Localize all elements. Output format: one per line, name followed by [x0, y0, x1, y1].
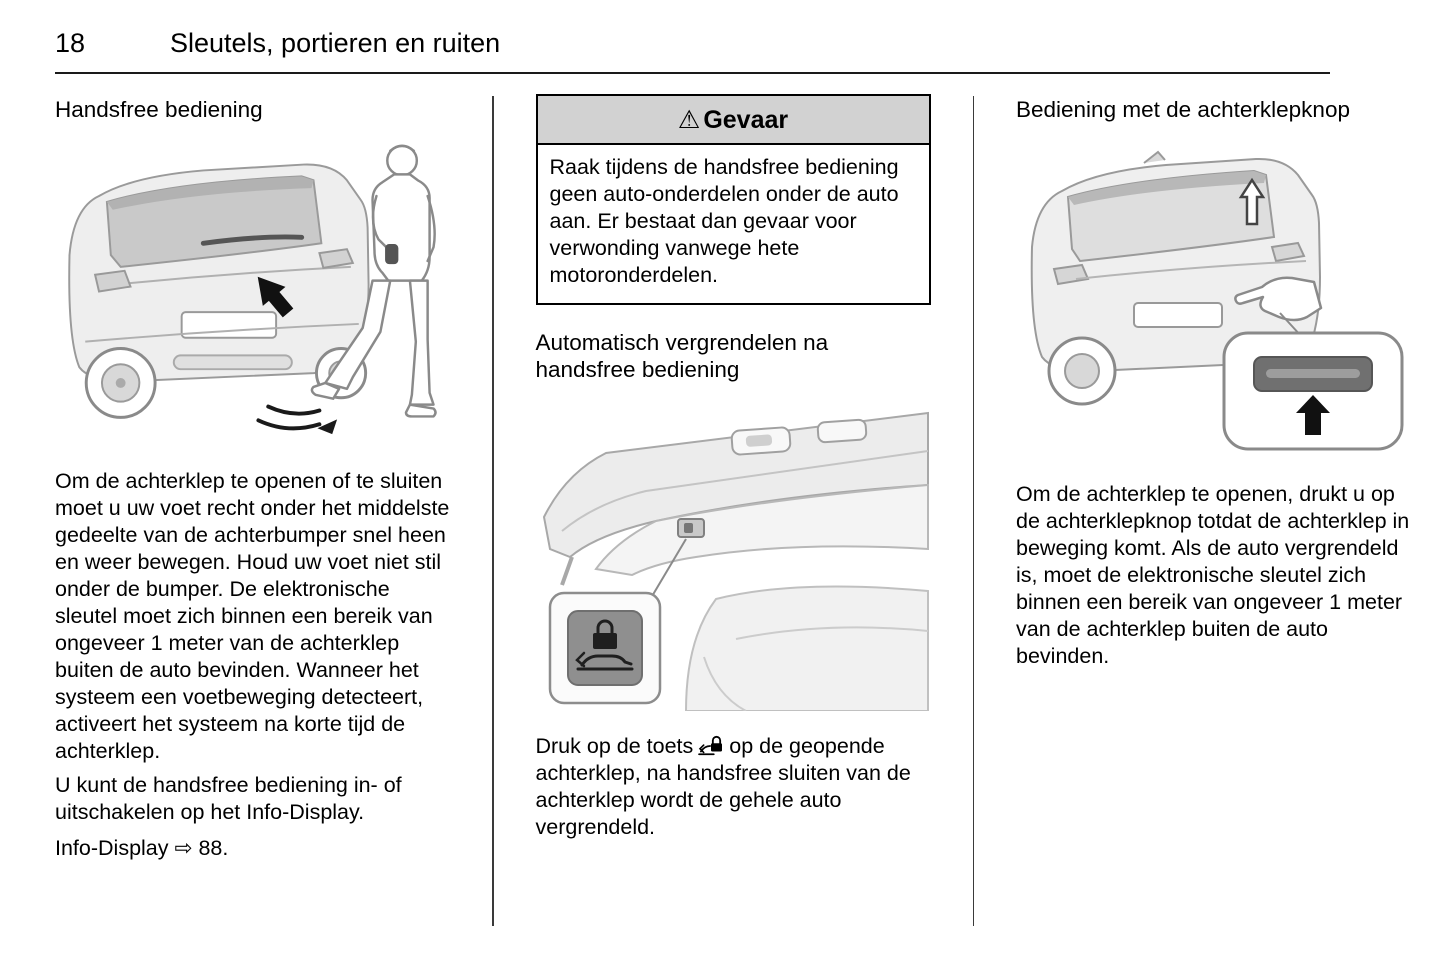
header-rule: [55, 72, 1330, 74]
foot-motion-swoosh: [256, 404, 322, 431]
content-columns: Handsfree bediening: [55, 94, 1409, 926]
page-header: 18 Sleutels, portieren en ruiten: [55, 28, 1330, 59]
open-tailgate-illustration: [542, 411, 929, 711]
column-divider-right: [972, 96, 974, 926]
section-heading-handsfree: Handsfree bediening: [55, 97, 263, 122]
column-auto-lock: ⚠Gevaar Raak tijdens de handsfree bedien…: [535, 94, 931, 926]
pointing-hand: [1234, 276, 1323, 322]
column-handsfree: Handsfree bediening: [55, 94, 450, 926]
tailgate-open-arrow-icon: [257, 276, 294, 318]
warning-triangle-icon: ⚠: [677, 106, 701, 134]
warning-header: ⚠Gevaar: [537, 96, 929, 145]
tailgate-button-paragraph: Om de achterklep te openen, drukt u op d…: [1016, 482, 1410, 668]
person-figure: [310, 144, 437, 418]
page-number: 18: [55, 28, 86, 58]
warning-box: ⚠Gevaar Raak tijdens de handsfree bedien…: [535, 94, 931, 305]
column-divider-left: [492, 96, 494, 926]
tailgate-open-direction-arrow-icon: [1238, 177, 1266, 226]
para-text-after-icon: op de geopende achterklep, na handsfree …: [535, 734, 911, 839]
manual-page: 18 Sleutels, portieren en ruiten Handsfr…: [55, 28, 1409, 926]
lock-car-glyph-icon: [574, 619, 633, 671]
section-heading-auto-lock: Automatisch vergrendelen na handsfree be…: [535, 330, 829, 382]
page-title: Sleutels, portieren en ruiten: [170, 28, 501, 58]
warning-title: Gevaar: [703, 106, 789, 134]
column-tailgate-button: Bediening met de achterklepknop: [1016, 94, 1411, 926]
tailgate-lock-button-icon: [698, 735, 723, 756]
handsfree-paragraph-1: Om de achterklep te openen of te sluiten…: [55, 469, 450, 763]
figure-tailgate-lock-button: [536, 399, 931, 711]
info-display-reference: Info-Display ⇨ 88.: [55, 836, 229, 860]
handsfree-paragraph-2: U kunt de handsfree bediening in- of uit…: [55, 773, 402, 824]
car-rear-person-illustration: [68, 144, 437, 435]
figure-handsfree-foot-gesture: [55, 137, 450, 442]
para-text-before-icon: Druk op de toets: [535, 734, 694, 758]
warning-body-text: Raak tijdens de handsfree bediening geen…: [549, 155, 899, 287]
figure-tailgate-button: [1016, 137, 1411, 455]
car-rear-button-illustration: [1030, 150, 1404, 451]
section-heading-tailgate-button: Bediening met de achterklepknop: [1016, 97, 1350, 122]
press-up-arrow-icon: [1296, 395, 1330, 435]
auto-lock-paragraph: Druk op de toets op de geopende achterkl…: [536, 733, 931, 841]
